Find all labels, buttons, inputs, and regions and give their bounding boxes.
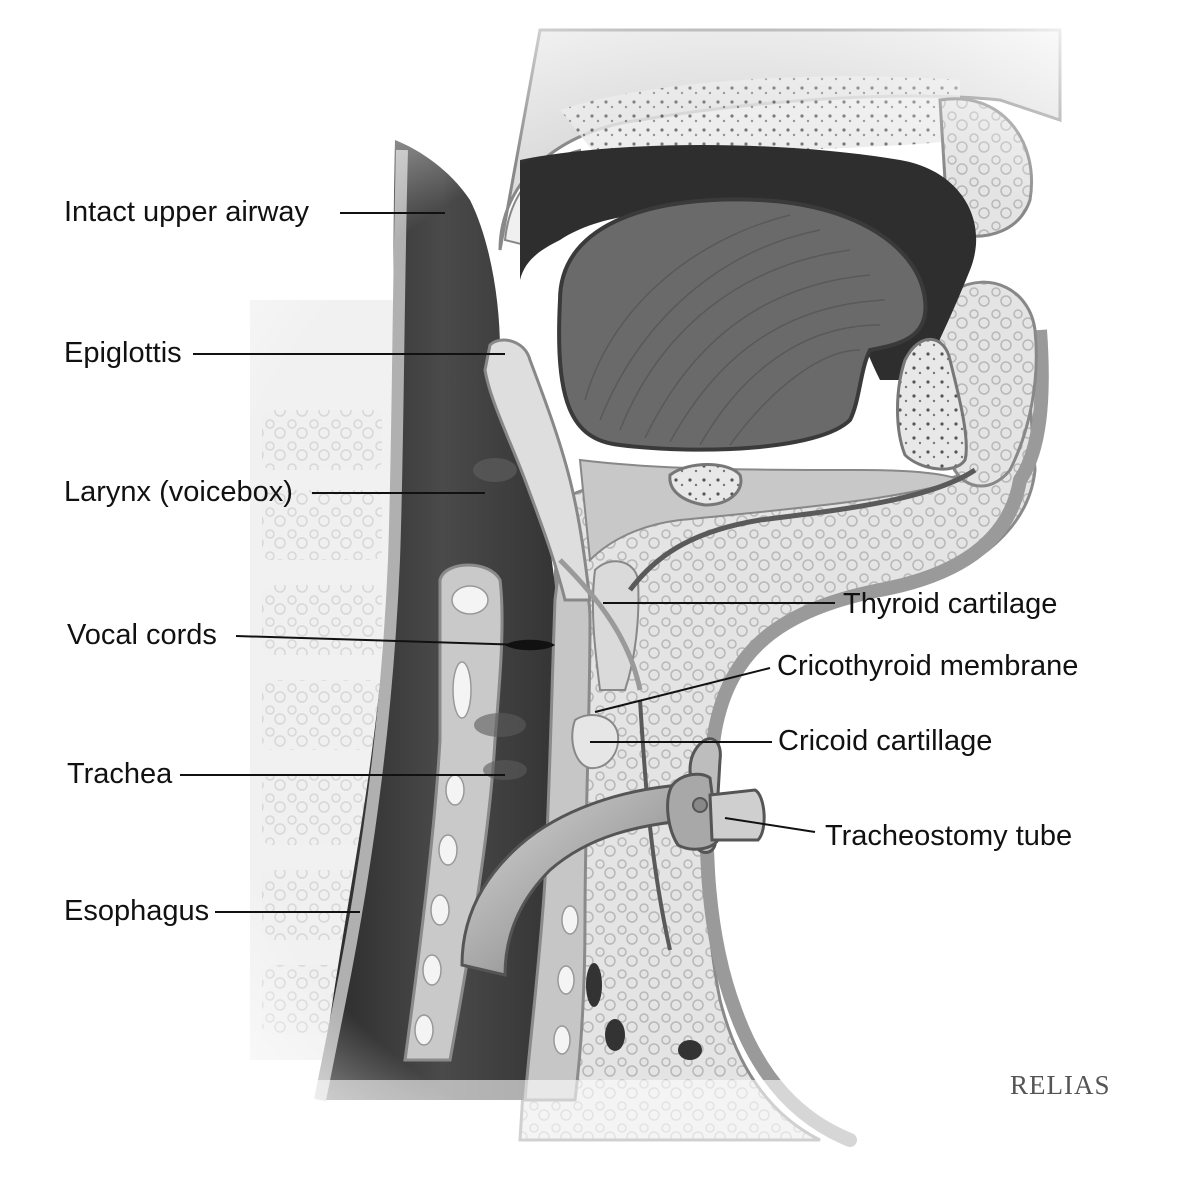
leader-lines xyxy=(180,212,835,913)
label-thyroid-cartilage: Thyroid cartilage xyxy=(843,588,1058,620)
label-intact-upper-airway: Intact upper airway xyxy=(64,196,310,228)
label-esophagus: Esophagus xyxy=(64,895,210,927)
relias-logo: RELIAS xyxy=(1010,1070,1111,1100)
label-epiglottis: Epiglottis xyxy=(64,337,182,369)
label-larynx: Larynx (voicebox) xyxy=(64,476,293,508)
label-cricothyroid-membrane: Cricothyroid membrane xyxy=(777,650,1079,682)
label-vocal-cords: Vocal cords xyxy=(67,619,217,651)
label-cricoid-cartilage: Cricoid cartillage xyxy=(778,725,993,757)
label-trachea: Trachea xyxy=(67,758,173,790)
label-tracheostomy-tube: Tracheostomy tube xyxy=(825,820,1073,852)
